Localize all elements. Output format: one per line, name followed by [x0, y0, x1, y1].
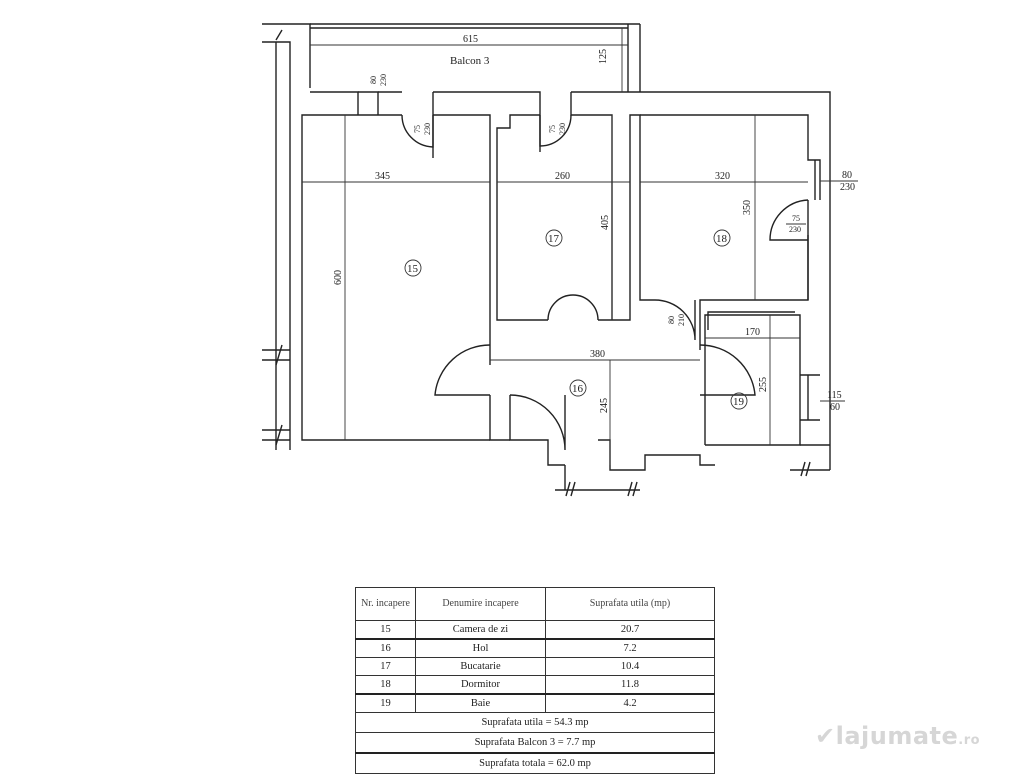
svg-text:60: 60 — [830, 402, 840, 413]
dim-room17-width: 260 — [555, 171, 570, 182]
header-nr: Nr. incapere — [355, 587, 416, 621]
room-number-19: 19 — [733, 396, 745, 408]
room-number-16: 16 — [572, 383, 584, 395]
balcony-label: Balcon 3 — [450, 55, 490, 67]
dim-bath-length: 255 — [758, 377, 769, 392]
header-name: Denumire incapere — [415, 587, 546, 621]
svg-text:230: 230 — [558, 123, 567, 135]
room-number-15: 15 — [407, 263, 419, 275]
dim-balcony-depth: 125 — [598, 49, 609, 64]
dim-room17-length: 405 — [600, 215, 611, 230]
check-icon: ✔ — [815, 722, 836, 750]
dim-room18-length: 350 — [742, 200, 753, 215]
svg-text:230: 230 — [789, 225, 801, 234]
watermark-logo: ✔lajumate.ro — [815, 722, 981, 750]
table-header: Nr. incapere Denumire incapere Suprafata… — [355, 587, 715, 621]
svg-text:80: 80 — [369, 76, 378, 84]
dim-room15-width: 345 — [375, 171, 390, 182]
svg-text:230: 230 — [840, 182, 855, 193]
dim-bath-width: 170 — [745, 327, 760, 338]
svg-text:75: 75 — [413, 125, 422, 133]
room-number-17: 17 — [548, 233, 560, 245]
dim-hall-length: 245 — [599, 398, 610, 413]
dim-balcony-width: 615 — [463, 34, 478, 45]
room-numbers: 15 16 17 18 19 — [404, 229, 748, 410]
svg-text:80: 80 — [667, 316, 676, 324]
svg-text:80: 80 — [842, 170, 852, 181]
svg-text:230: 230 — [379, 74, 388, 86]
floor-plan: Balcon 3 615 125 345 260 320 600 405 350… — [262, 23, 858, 497]
svg-text:210: 210 — [677, 314, 686, 326]
room-number-18: 18 — [716, 233, 728, 245]
dimension-lines — [302, 28, 808, 465]
area-table: Nr. incapere Denumire incapere Suprafata… — [355, 587, 715, 774]
grand-area-total: Suprafata totala = 62.0 mp — [355, 752, 715, 774]
door-swings — [401, 114, 809, 451]
balcony-area-total: Suprafata Balcon 3 = 7.7 mp — [355, 732, 715, 754]
svg-text:75: 75 — [548, 125, 557, 133]
svg-text:75: 75 — [792, 214, 800, 223]
dim-hall-width: 380 — [590, 349, 605, 360]
summary-row: Suprafata Balcon 3 = 7.7 mp — [355, 732, 715, 754]
header-area: Suprafata utila (mp) — [545, 587, 715, 621]
walls — [262, 23, 831, 497]
svg-text:230: 230 — [423, 123, 432, 135]
usable-area-total: Suprafata utila = 54.3 mp — [355, 712, 715, 733]
svg-text:115: 115 — [827, 390, 842, 401]
opening-labels: 80 230 75 230 75 230 80 230 75 230 80 21… — [369, 74, 858, 413]
summary-row: Suprafata totala = 62.0 mp — [355, 752, 715, 774]
summary-row: Suprafata utila = 54.3 mp — [355, 712, 715, 733]
dim-room18-width: 320 — [715, 171, 730, 182]
dim-room15-length: 600 — [333, 270, 344, 285]
